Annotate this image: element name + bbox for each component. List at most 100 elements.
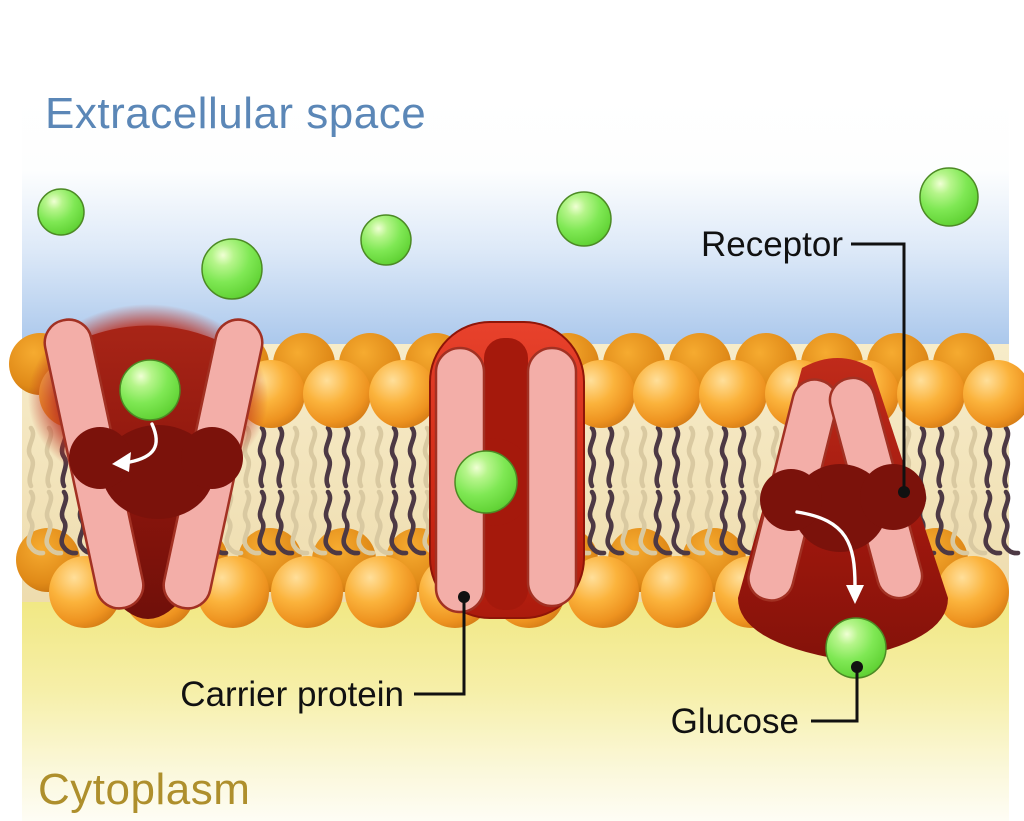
lipid-tail <box>917 425 927 489</box>
callout-leaders <box>414 242 910 723</box>
lipid-head <box>641 556 713 628</box>
lipid-tail-light <box>620 425 630 489</box>
glucose-molecule-bound-in-middle-carrier <box>454 450 518 514</box>
extracellular-space-background <box>22 96 1009 344</box>
glucose-label: Glucose <box>671 702 799 741</box>
glucose-molecules <box>37 167 979 679</box>
lipid-head <box>369 360 437 428</box>
lipid-tail-light <box>950 489 970 556</box>
lipid-tail <box>323 425 333 489</box>
glucose-release-arrow <box>795 510 857 588</box>
lipid-tail <box>653 425 663 489</box>
lipid-tail <box>587 489 607 556</box>
glucose-molecule-bound-in-left-carrier <box>119 359 181 421</box>
lipid-head <box>937 556 1009 628</box>
lipid-tail-light <box>356 425 366 489</box>
lipid-tail-light <box>950 425 960 489</box>
lipid-head <box>699 360 767 428</box>
glucose-leader-line <box>811 671 859 723</box>
lipid-tail <box>257 425 267 489</box>
lipid-tail-light <box>290 489 310 556</box>
lipid-tail <box>275 489 295 556</box>
glucose-anchor-dot <box>851 661 863 673</box>
lipid-tail <box>935 425 945 489</box>
glucose-entry-arrow <box>128 422 158 464</box>
lipid-tail <box>671 489 691 556</box>
lipid-tail-light <box>752 425 762 489</box>
lipid-tail-light <box>26 489 46 556</box>
lipid-tail <box>1001 489 1021 556</box>
extracellular-space-label: Extracellular space <box>45 89 426 138</box>
lipid-tail <box>341 425 351 489</box>
lipid-tail-light <box>620 489 640 556</box>
lipid-tail <box>719 425 729 489</box>
lipid-tail-light <box>356 489 376 556</box>
lipid-head <box>567 556 639 628</box>
receptor-label: Receptor <box>701 225 843 264</box>
lipid-tail-light <box>308 425 318 489</box>
glucose-molecule-extracellular-5 <box>919 167 979 227</box>
lipid-tail-light <box>242 489 262 556</box>
carrier-protein-open-outward <box>28 304 268 619</box>
lipid-tail <box>737 425 747 489</box>
lipid-head <box>633 360 701 428</box>
lipid-tail-light <box>26 425 36 489</box>
lipid-tail <box>653 489 673 556</box>
carrier-protein-right-lobe <box>526 346 578 608</box>
lipid-tail <box>407 425 417 489</box>
lipid-tail <box>983 425 993 489</box>
lipid-tail <box>1001 425 1011 489</box>
lipid-tail-light <box>968 425 978 489</box>
lipid-tail <box>587 425 597 489</box>
carrier-protein-open-inward <box>738 358 948 660</box>
glucose-release-arrowhead <box>846 585 864 604</box>
lipid-tail <box>605 425 615 489</box>
glucose-molecule-extracellular-4 <box>556 191 612 247</box>
lipid-tail <box>737 489 757 556</box>
lipid-tail-light <box>686 489 706 556</box>
lipid-tail-light <box>704 425 714 489</box>
cytoplasm-label: Cytoplasm <box>38 765 250 814</box>
lipid-tail <box>323 489 343 556</box>
lipid-head <box>197 556 269 628</box>
carrier-protein-anchor-dot <box>458 591 470 603</box>
lipid-tail <box>671 425 681 489</box>
lipid-tail-light <box>44 489 64 556</box>
lipid-tail-light <box>374 489 394 556</box>
lipid-tail-light <box>638 425 648 489</box>
binding-site-cavity <box>69 425 243 519</box>
lipid-head <box>897 360 965 428</box>
lipid-tail <box>59 489 79 556</box>
lipid-tail-light <box>686 425 696 489</box>
receptor-binding-site-cavity <box>760 464 926 552</box>
lipid-tail-light <box>308 489 328 556</box>
lipid-tail <box>341 489 361 556</box>
lipid-head <box>963 360 1024 428</box>
receptor-anchor-dot <box>898 486 910 498</box>
receptor-leader-line <box>851 242 906 488</box>
lipid-tail-light <box>704 489 724 556</box>
lipid-tail-light <box>422 425 432 489</box>
glucose-molecule-extracellular-2 <box>201 238 263 300</box>
lipid-tail <box>389 425 399 489</box>
lipid-tail <box>275 425 285 489</box>
carrier-protein-leader-line <box>414 601 466 696</box>
lipid-tail-light <box>290 425 300 489</box>
lipid-tail <box>719 489 739 556</box>
lipid-head <box>271 556 343 628</box>
glucose-molecule-extracellular-1 <box>37 188 85 236</box>
carrier-protein-label: Carrier protein <box>180 675 404 714</box>
lipid-head <box>303 360 371 428</box>
lipid-tail <box>407 489 427 556</box>
lipid-tail-light <box>374 425 384 489</box>
lipid-tail <box>983 489 1003 556</box>
lipid-tail <box>389 489 409 556</box>
lipid-tail-light <box>638 489 658 556</box>
lipid-tail <box>605 489 625 556</box>
glucose-entry-arrowhead <box>112 452 131 472</box>
lipid-head <box>345 556 417 628</box>
lipid-tail <box>257 489 277 556</box>
lipid-tail-light <box>968 489 988 556</box>
